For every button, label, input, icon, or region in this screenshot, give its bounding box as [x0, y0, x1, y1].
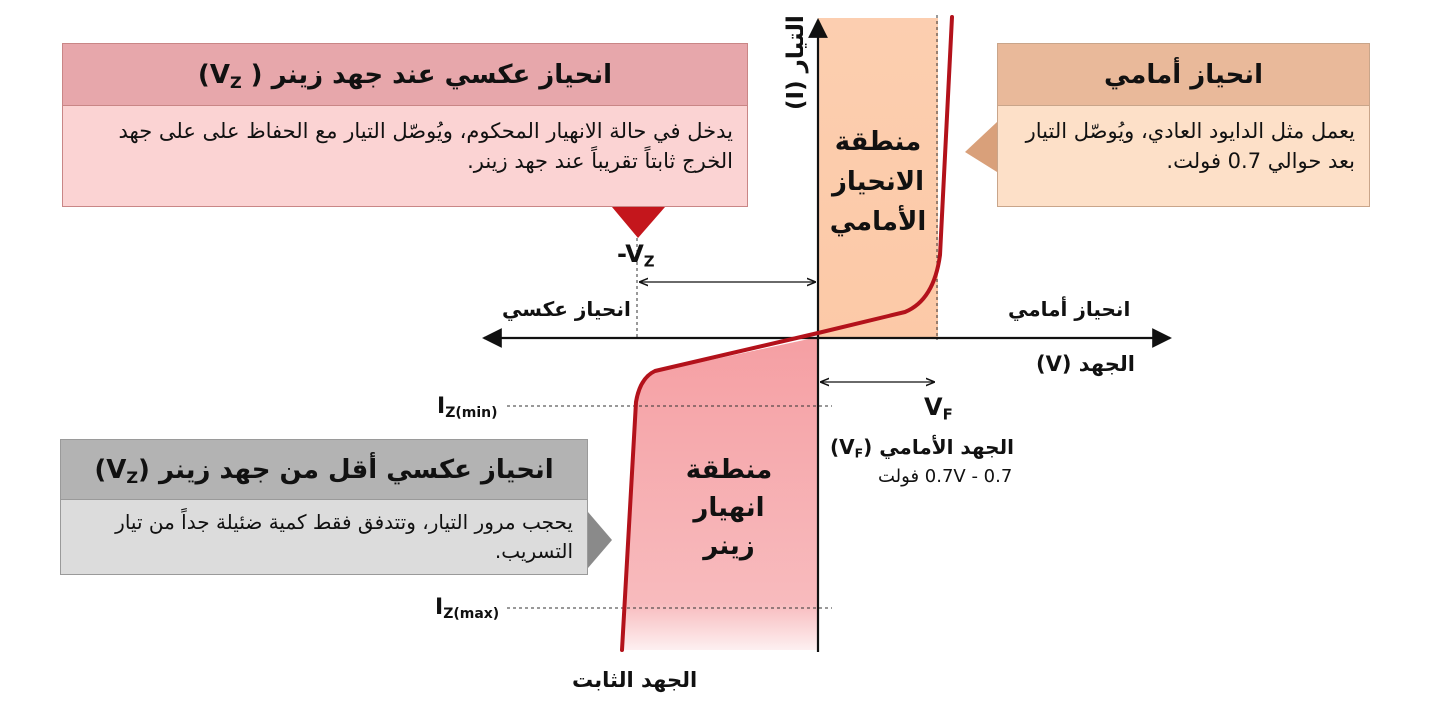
x-axis-label: الجهد (V): [1036, 352, 1135, 376]
forward-bias-title: انحياز أمامي: [998, 44, 1369, 106]
y-axis-label: التيار (I): [783, 15, 809, 110]
forward-bias-body: يعمل مثل الدايود العادي، ويُوصّل التيار …: [1025, 119, 1355, 174]
forward-voltage-value: 0.7V - 0.7 فولت: [878, 466, 1013, 487]
reverse-below-vz-box: انحياز عكسي أقل من جهد زينر (VZ) يحجب مر…: [60, 439, 588, 575]
breakdown-region-label: منطقة انهيار زينر: [685, 455, 773, 561]
zener-iv-curve: [620, 15, 954, 652]
neg-vz-marker: -VZ: [617, 240, 655, 271]
reverse-below-vz-body: يحجب مرور التيار، وتتدفق فقط كمية ضئيلة …: [115, 510, 573, 563]
forward-voltage-title: الجهد الأمامي (VF): [830, 435, 1014, 461]
reverse-at-vz-body: يدخل في حالة الانهيار المحكوم، ويُوصّل ا…: [118, 119, 733, 174]
vf-marker: VF: [924, 393, 953, 424]
iz-min-marker: IZ(min): [437, 394, 498, 422]
reverse-at-vz-box: انحياز عكسي عند جهد زينر ( VZ) يدخل في ح…: [62, 43, 748, 207]
pointer-gray: [588, 512, 612, 568]
forward-bias-box: انحياز أمامي يعمل مثل الدايود العادي، وي…: [997, 43, 1370, 207]
constant-voltage-label: الجهد الثابت: [572, 668, 698, 692]
pointer-tan: [965, 122, 997, 172]
forward-region-label: منطقة الانحياز الأمامي: [829, 127, 927, 237]
reverse-below-vz-title: انحياز عكسي أقل من جهد زينر (VZ): [61, 440, 587, 500]
reverse-at-vz-title: انحياز عكسي عند جهد زينر ( VZ): [63, 44, 747, 106]
pointer-red: [612, 207, 665, 238]
forward-side-label: انحياز أمامي: [1008, 297, 1131, 321]
breakdown-region-shade: [622, 337, 818, 650]
forward-region-shade: [818, 18, 938, 338]
iz-max-marker: IZ(max): [435, 595, 500, 623]
reverse-side-label: انحياز عكسي: [502, 297, 631, 321]
